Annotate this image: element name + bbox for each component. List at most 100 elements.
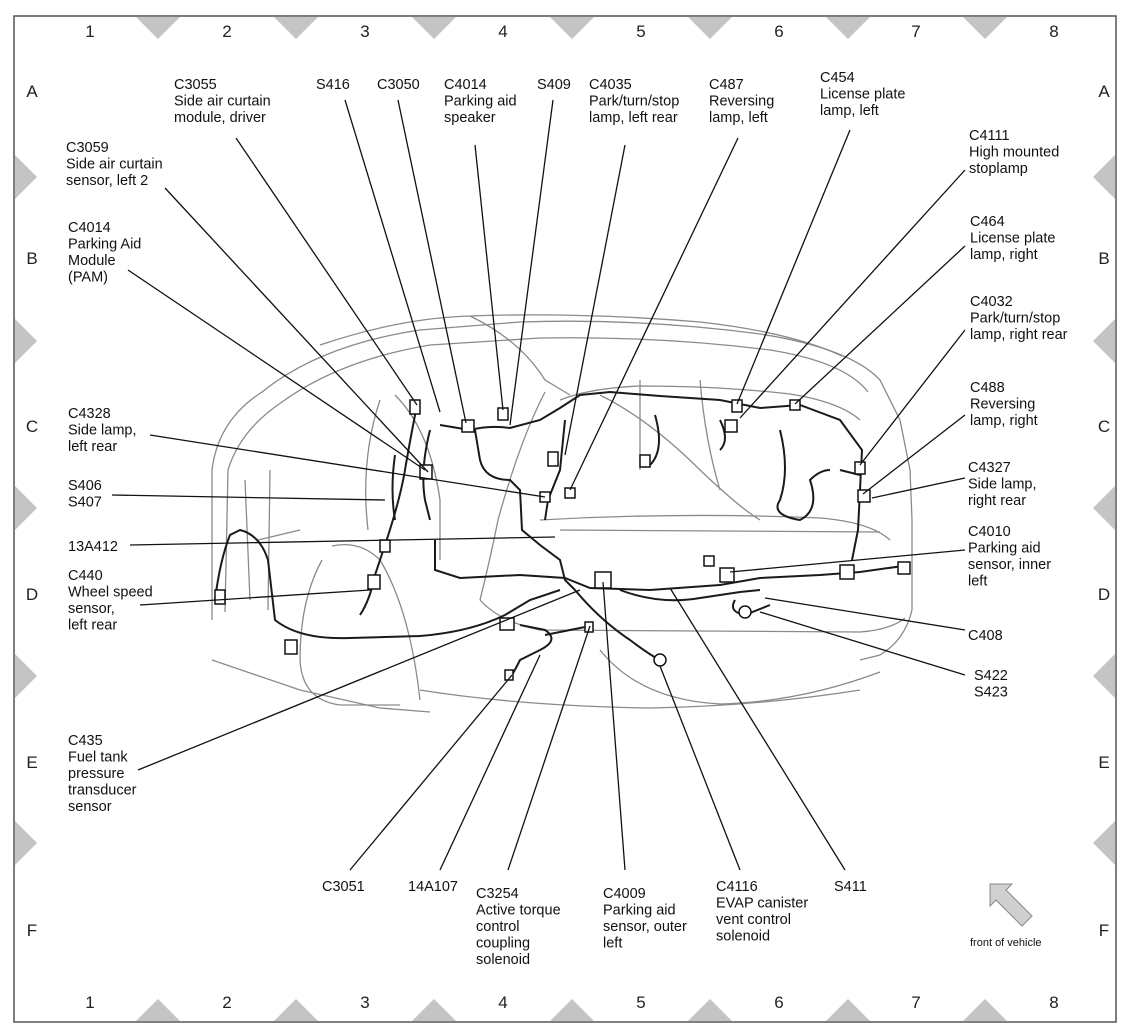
callout-line: C4328 [68, 406, 111, 422]
callout-line: Active torque [476, 903, 561, 919]
callout-line: S416 [316, 77, 350, 93]
callout-line: License plate [820, 87, 905, 103]
callout-line: Parking aid [968, 541, 1041, 557]
callout-line: C440 [68, 568, 103, 584]
callout-s416: S416 [316, 77, 350, 93]
grid-row-right: D [1098, 585, 1110, 604]
callout-line: lamp, left [820, 103, 879, 119]
callout-line: C3051 [322, 879, 365, 895]
callout-line: Park/turn/stop [589, 94, 679, 110]
grid-marker [550, 999, 594, 1021]
callout-line: lamp, left [709, 110, 768, 126]
callout-line: C4327 [968, 460, 1011, 476]
callout-line: S407 [68, 495, 102, 511]
grid-markers [15, 17, 1115, 1021]
callout-13a412: 13A412 [68, 539, 118, 555]
callout-line: solenoid [476, 952, 530, 968]
callout-line: left rear [68, 439, 117, 455]
grid-row-right: E [1098, 753, 1109, 772]
callout-line: C4010 [968, 524, 1011, 540]
callout-line: Fuel tank [68, 750, 128, 766]
front-arrow-icon [989, 883, 1033, 927]
grid-col-top: 2 [222, 22, 231, 41]
callout-c3050: C3050 [377, 77, 420, 93]
callout-line: C3055 [174, 77, 217, 93]
callout-line: sensor, inner [968, 557, 1051, 573]
callout-line: Parking Aid [68, 237, 141, 253]
callout-line: C4014 [68, 220, 111, 236]
grid-row-left: B [26, 249, 37, 268]
callout-line: Reversing [709, 94, 774, 110]
grid-marker [274, 999, 318, 1021]
grid-marker [688, 17, 732, 39]
grid-col-top: 4 [498, 22, 507, 41]
callout-line: module, driver [174, 110, 266, 126]
callout-line: C4009 [603, 886, 646, 902]
callout-line: EVAP canister [716, 896, 808, 912]
callout-line: Side air curtain [66, 157, 163, 173]
front-of-vehicle-label: front of vehicle [970, 937, 1042, 949]
callout-line: C4111 [969, 128, 1010, 144]
callout-14a107: 14A107 [408, 879, 458, 895]
grid-marker [15, 654, 37, 698]
callout-line: lamp, right [970, 247, 1038, 263]
grid-marker [963, 999, 1007, 1021]
grid-row-right: B [1098, 249, 1109, 268]
callout-line: solenoid [716, 929, 770, 945]
grid-marker [1093, 319, 1115, 363]
callout-line: sensor, outer [603, 919, 687, 935]
grid-marker [1093, 486, 1115, 530]
callout-line: sensor [68, 799, 112, 815]
callout-line: right rear [968, 493, 1026, 509]
callout-line: 13A412 [68, 539, 118, 555]
grid-col-top: 8 [1049, 22, 1058, 41]
callout-line: Reversing [970, 397, 1035, 413]
callout-line: left [968, 574, 987, 590]
grid-marker [1093, 821, 1115, 865]
callout-line: C3059 [66, 140, 109, 156]
callout-line: speaker [444, 110, 496, 126]
callout-s409: S409 [537, 77, 571, 93]
callout-line: C464 [970, 214, 1005, 230]
callout-line: C4116 [716, 879, 758, 895]
grid-row-left: D [26, 585, 38, 604]
callout-line: sensor, [68, 601, 115, 617]
callout-line: C454 [820, 70, 855, 86]
callout-line: Parking aid [444, 94, 517, 110]
callout-line: S409 [537, 77, 571, 93]
grid-col-top: 1 [85, 22, 94, 41]
grid-col-bottom: 2 [222, 993, 231, 1012]
grid-col-top: 7 [911, 22, 920, 41]
grid-marker [136, 17, 180, 39]
callout-line: S422 [974, 668, 1008, 684]
callout-line: S423 [974, 685, 1008, 701]
callout-line: (PAM) [68, 270, 108, 286]
callout-line: C408 [968, 628, 1003, 644]
callout-line: Parking aid [603, 903, 676, 919]
callout-line: Side air curtain [174, 94, 271, 110]
callout-line: Module [68, 253, 116, 269]
grid-row-left: F [27, 921, 37, 940]
grid-col-bottom: 3 [360, 993, 369, 1012]
grid-col-bottom: 8 [1049, 993, 1058, 1012]
grid-marker [15, 821, 37, 865]
callout-line: C488 [970, 380, 1005, 396]
callout-line: lamp, left rear [589, 110, 678, 126]
grid-col-bottom: 7 [911, 993, 920, 1012]
callout-line: C487 [709, 77, 744, 93]
